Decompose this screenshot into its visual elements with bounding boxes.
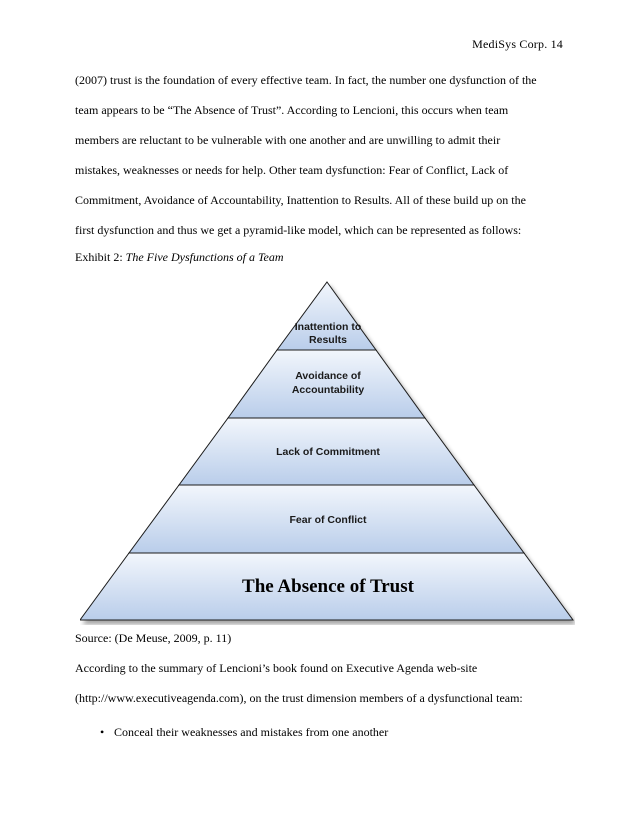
tier-2-label-line2: Accountability: [292, 384, 365, 396]
paragraph-line: (http://www.executiveagenda.com), on the…: [75, 691, 523, 705]
tier-2-label-line1: Avoidance of: [295, 370, 361, 382]
exhibit-caption: Exhibit 2: The Five Dysfunctions of a Te…: [75, 250, 284, 264]
paragraph-line: (2007) trust is the foundation of every …: [75, 73, 537, 87]
paragraph-line: According to the summary of Lencioni’s b…: [75, 661, 478, 675]
list-item: Conceal their weaknesses and mistakes fr…: [114, 725, 389, 739]
tier-3-label: Lack of Commitment: [276, 446, 380, 458]
bullet-marker: •: [100, 725, 105, 739]
paragraph-line: Commitment, Avoidance of Accountability,…: [75, 193, 526, 207]
pyramid-tier-1: [276, 281, 377, 351]
tier-1-label-line1: Inattention to: [295, 321, 362, 333]
tier-4-label: Fear of Conflict: [289, 514, 367, 526]
five-dysfunctions-pyramid: Inattention to Results Avoidance of Acco…: [80, 281, 574, 621]
paragraph-line: team appears to be “The Absence of Trust…: [75, 103, 509, 117]
paragraph-line: first dysfunction and thus we get a pyra…: [75, 223, 522, 237]
page-header: MediSys Corp. 14: [472, 37, 563, 51]
figure-source: Source: (De Meuse, 2009, p. 11): [75, 631, 232, 645]
exhibit-title: The Five Dysfunctions of a Team: [125, 250, 284, 264]
exhibit-label: Exhibit 2:: [75, 250, 126, 264]
paragraph-line: members are reluctant to be vulnerable w…: [75, 133, 501, 147]
tier-5-label: The Absence of Trust: [242, 576, 415, 597]
tier-1-label-line2: Results: [309, 334, 347, 346]
paragraph-line: mistakes, weaknesses or needs for help. …: [75, 163, 509, 177]
